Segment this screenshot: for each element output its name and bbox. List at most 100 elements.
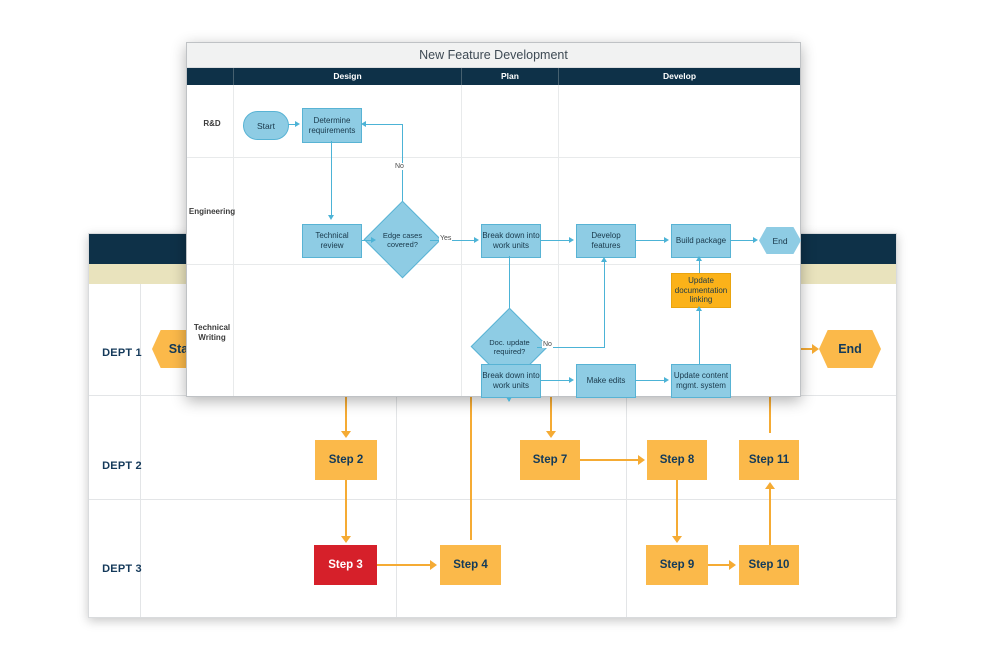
bg-connector [769,487,771,545]
bg-connector [708,564,731,566]
popup-node-make-edits[interactable]: Make edits [576,364,636,398]
popup-arrowhead [753,237,758,243]
popup-node-doc-update-required[interactable]: Doc. update required? [470,307,549,386]
bg-column-divider [140,284,141,617]
popup-connector [635,240,666,242]
node-label: Doc. update required? [489,338,529,356]
bg-connector [377,564,433,566]
node-label-line1: Break down into [482,231,540,241]
popup-node-update-documentation-linking[interactable]: Update documentation linking [671,273,731,308]
bg-connector [676,480,678,538]
node-label-line1: Edge cases [382,230,423,240]
popup-lane-divider [187,157,800,158]
popup-connector [509,256,511,317]
popup-title: New Feature Development [187,43,800,68]
bg-connector [345,480,347,538]
popup-column-divider [233,85,234,396]
popup-arrowhead [295,121,300,127]
popup-arrowhead [696,256,702,261]
popup-node-determine-requirements[interactable]: Determine requirements [302,108,362,143]
popup-connector [699,311,701,364]
popup-connector [362,240,373,242]
popup-header-divider [233,68,234,85]
bg-lane-label-dept2: DEPT 2 [102,460,142,472]
bg-arrowhead [546,431,556,438]
popup-node-update-content-mgmt-system[interactable]: Update content mgmt. system [671,364,731,398]
popup-header-divider [558,68,559,85]
node-label-line1: Doc. update [489,337,530,347]
popup-column-plan: Plan [501,71,519,81]
popup-node-break-down-work-units-tw[interactable]: Break down into work units [481,364,541,398]
bg-connector [470,354,472,540]
bg-arrowhead [638,455,645,465]
bg-node-end[interactable]: End [819,330,881,368]
node-label-line2: requirements [308,125,356,135]
popup-column-header-row: Design Plan Develop [187,68,800,85]
node-label-line1: Update [688,276,714,286]
popup-node-develop-features[interactable]: Develop features [576,224,636,258]
popup-arrowhead [328,215,334,220]
popup-arrowhead [601,257,607,262]
popup-arrowhead [569,377,574,383]
popup-node-end[interactable]: End [759,227,801,254]
node-label: Edge cases covered? [383,231,422,249]
popup-connector [604,262,606,348]
popup-edge-label-no1: No [394,163,405,170]
popup-lane-label-line2: Writing [198,333,226,342]
bg-node-step2[interactable]: Step 2 [315,440,377,480]
bg-arrowhead [812,344,819,354]
bg-node-step3[interactable]: Step 3 [314,545,377,585]
bg-node-step10[interactable]: Step 10 [739,545,799,585]
popup-diagram-body: R&D Engineering Technical Writing Start … [187,85,801,402]
popup-arrowhead [361,121,366,127]
node-label-line2: review [320,241,344,250]
bg-lane-divider [89,499,896,500]
bg-lane-label-dept1: DEPT 1 [102,347,142,359]
popup-connector [288,124,296,126]
popup-connector [730,240,756,242]
bg-connector [580,459,640,461]
popup-connector [540,240,571,242]
popup-node-edge-cases-covered[interactable]: Edge cases covered? [363,200,442,279]
popup-node-technical-review[interactable]: Technical review [302,224,362,258]
node-label-line1: Technical [315,231,349,241]
bg-node-step8[interactable]: Step 8 [647,440,707,480]
bg-arrowhead [430,560,437,570]
popup-edge-label-yes1: Yes [439,235,453,242]
node-label-line2: required? [493,346,526,356]
popup-arrowhead [371,237,376,243]
popup-connector [365,124,403,126]
bg-connector [789,348,815,350]
popup-arrowhead [696,306,702,311]
node-label-line2: work units [492,381,529,390]
bg-column-divider [626,284,627,617]
popup-lane-label-technical-writing: Technical Writing [191,323,233,343]
node-label-line1: Determine [313,115,351,125]
popup-connector [635,380,666,382]
popup-lane-label-engineering: Engineering [188,207,236,216]
bg-arrowhead [672,536,682,543]
popup-node-build-package[interactable]: Build package [671,224,731,258]
node-label-line1: Break down into [482,371,540,381]
popup-connector [537,347,605,349]
bg-arrowhead [765,482,775,489]
bg-node-step9[interactable]: Step 9 [646,545,708,585]
popup-connector [331,141,333,218]
bg-node-step11[interactable]: Step 11 [739,440,799,480]
popup-node-break-down-work-units-eng[interactable]: Break down into work units [481,224,541,258]
popup-column-design: Design [333,71,362,81]
bg-arrowhead [729,560,736,570]
popup-edge-label-no2: No [542,341,553,348]
popup-arrowhead [664,237,669,243]
node-label-line2: documentation [674,285,728,295]
bg-node-step7[interactable]: Step 7 [520,440,580,480]
bg-node-step4[interactable]: Step 4 [440,545,501,585]
popup-lane-divider [187,264,800,265]
popup-lane-label-line1: Technical [193,323,231,332]
popup-node-start[interactable]: Start [243,111,289,140]
new-feature-development-popup[interactable]: New Feature Development Design Plan Deve… [186,42,801,402]
node-label-line2: covered? [387,239,418,249]
node-label-line1: Update content [673,371,729,381]
bg-arrowhead [341,536,351,543]
